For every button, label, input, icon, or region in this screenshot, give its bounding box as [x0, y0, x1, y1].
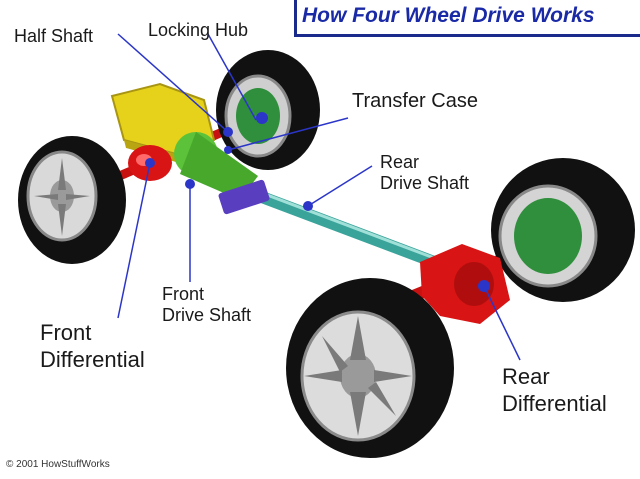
front-right-wheel [216, 50, 320, 170]
transfer-case-dot [224, 146, 232, 154]
rear-drive-shaft-label-line2: Drive Shaft [380, 173, 470, 193]
rear-drive-shaft [232, 182, 456, 274]
rear-drive-shaft-label-line1: Rear [380, 152, 420, 172]
front-differential-label-line1: Front [40, 320, 92, 345]
front-drive-shaft-label-line1: Front [162, 284, 205, 304]
pointer-lines [117, 33, 521, 361]
transmission [174, 132, 258, 200]
half-shaft-label: Half Shaft [14, 26, 94, 46]
front-left-wheel [18, 136, 126, 264]
rear-right-wheel [491, 158, 635, 302]
pointer-dots [145, 112, 490, 292]
rear-drive-shaft-dot [303, 201, 313, 211]
front-differential-dot [145, 158, 155, 168]
rear-differential-label-line2: Differential [502, 391, 607, 416]
rear-differential-label-line1: Rear [502, 364, 550, 389]
title-banner [294, 0, 640, 37]
rear-left-wheel [286, 278, 454, 458]
drive-shaft-bracket [218, 179, 270, 215]
locking-hub-label: Locking Hub [148, 20, 249, 40]
locking-hub-dot [256, 112, 268, 124]
front-drive-shaft-label-line2: Drive Shaft [162, 305, 252, 325]
half-shaft-dot [223, 127, 233, 137]
copyright-notice: © 2001 HowStuffWorks [6, 459, 110, 470]
transfer-case-label: Transfer Case [352, 90, 478, 112]
front-differential-label-line2: Differential [40, 347, 145, 372]
page-title: How Four Wheel Drive Works [302, 4, 595, 27]
front-drive-shaft-dot [185, 179, 195, 189]
rear-differential [420, 244, 510, 324]
rear-differential-dot [478, 280, 490, 292]
